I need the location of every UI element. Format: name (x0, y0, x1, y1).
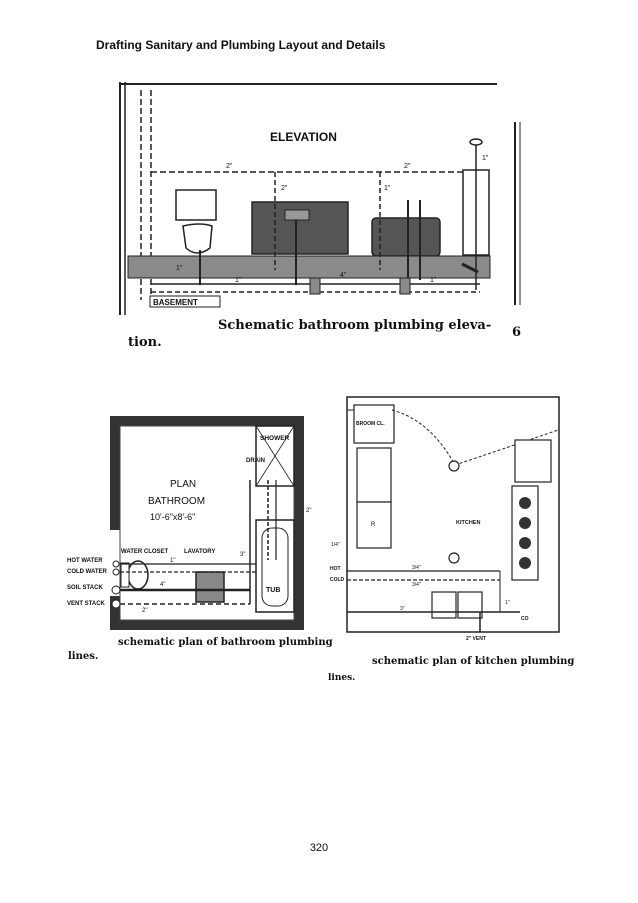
vent-stack-label: VENT STACK (67, 601, 106, 607)
pipe-size-label: 1" (505, 600, 510, 606)
tub-label: TUB (266, 587, 280, 594)
pipe-size-label: 1" (235, 277, 242, 284)
pipe-size-label: 4" (160, 582, 165, 588)
elevation-caption-line2: tion. (128, 335, 162, 350)
hot-water-label: HOT WATER (67, 558, 103, 564)
pipe-size-label: 3" (400, 606, 405, 612)
drain-label: DRAIN (246, 458, 265, 464)
cold-label: COLD (330, 577, 345, 583)
bath-plan-caption-line1: schematic plan of bathroom plumbing (118, 637, 333, 648)
bathroom-plan-figure: SHOWER DRAIN TUB PLAN BATHROOM 10'-6"x8'… (67, 416, 333, 662)
broom-closet-label: BROOM CL. (356, 421, 385, 427)
pipe-size-label: 4" (340, 272, 347, 279)
pipe-size-label: 2" (281, 185, 288, 192)
kitchen-plan-figure: BROOM CL. R KITCHEN 1/4" HOT COLD 3/4" 3… (328, 396, 574, 683)
page-number: 320 (309, 842, 329, 854)
kitchen-caption-line1: schematic plan of kitchen plumbing (372, 656, 574, 667)
floor-slab (127, 255, 491, 279)
water-closet-label: WATER CLOSET (121, 549, 169, 555)
lavatory-label: LAVATORY (184, 549, 215, 555)
pipe-size-label: 3/4" (412, 565, 421, 571)
tub-fixture (371, 217, 441, 257)
plan-title-line1: PLAN (170, 479, 196, 490)
pipe-size-label: 1" (482, 155, 489, 162)
pipe-size-label: 2" (306, 508, 311, 514)
soil-stack-label: SOIL STACK (67, 585, 103, 591)
kitchen-label: KITCHEN (456, 520, 480, 526)
kitchen-caption-line2: lines. (328, 673, 355, 683)
pipe-size-label: 1/4" (331, 542, 340, 548)
pipe-size-label: 3" (240, 552, 245, 558)
cleanout-label: CO (521, 616, 529, 622)
pipe-size-label: 2" (404, 163, 411, 170)
shower-label: SHOWER (260, 435, 290, 442)
elevation-heading: ELEVATION (270, 130, 337, 144)
pipe-size-label: 1" (170, 558, 175, 564)
hot-label: HOT (330, 566, 341, 572)
plan-dimensions: 10'-6"x8'-6" (150, 512, 195, 522)
water-closet-plan (127, 560, 149, 590)
basement-label: BASEMENT (153, 298, 198, 307)
pipe-size-label: 2" (142, 608, 147, 614)
range (356, 501, 392, 549)
bath-plan-caption-line2: lines. (68, 651, 98, 662)
pipe-size-label: 3/4" (412, 582, 421, 588)
cold-water-label: COLD WATER (67, 569, 108, 575)
bath-plan-top-wall (110, 416, 304, 426)
kitchen-sink (431, 591, 457, 619)
range-label: R (371, 522, 376, 528)
vent-label: 2" VENT (466, 636, 486, 642)
lavatory-plan (195, 571, 225, 603)
pipe-size-label: 1" (430, 277, 437, 284)
plan-title-line2: BATHROOM (148, 496, 205, 507)
svg-text:6: 6 (512, 325, 521, 340)
broom-closet (353, 404, 395, 444)
pipe-size-label: 1" (176, 265, 183, 272)
elevation-caption-line1: Schematic bathroom plumbing eleva- (218, 318, 491, 333)
pipe-size-label: 1" (384, 185, 391, 192)
water-closet-fixture (175, 189, 217, 254)
page-header-title: Drafting Sanitary and Plumbing Layout an… (96, 38, 386, 52)
pipe-size-label: 2" (226, 163, 233, 170)
elevation-figure: ELEVATION 2" 2" 2" (119, 82, 521, 350)
lavatory-fixture (251, 201, 349, 255)
